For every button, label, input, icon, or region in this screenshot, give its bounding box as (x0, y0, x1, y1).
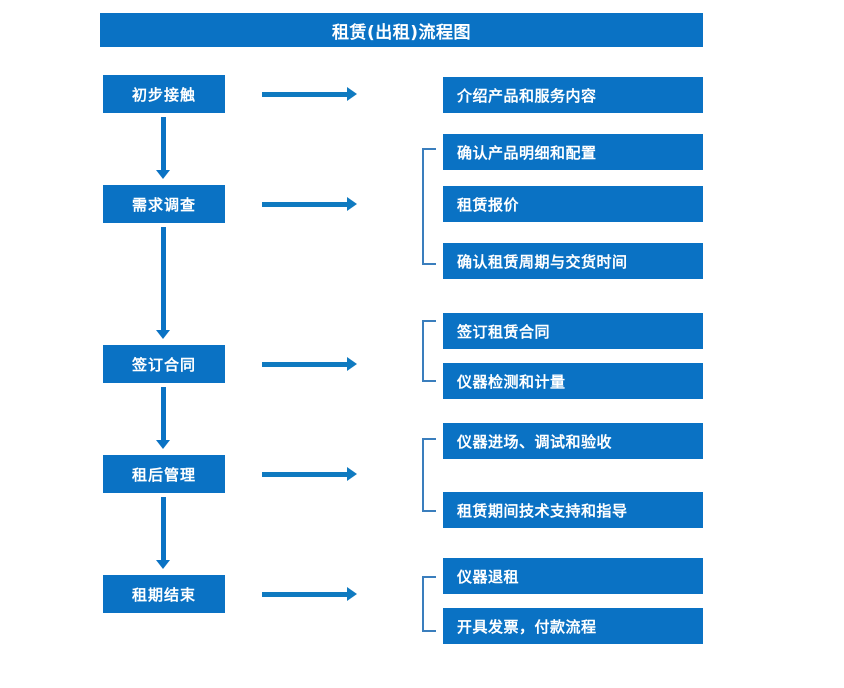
detail-box[interactable]: 仪器进场、调试和验收 (443, 423, 703, 459)
arrow-shaft (262, 92, 347, 97)
stage-label: 签订合同 (131, 355, 196, 374)
stage-label: 租后管理 (131, 465, 196, 484)
detail-label: 确认租赁周期与交货时间 (457, 252, 628, 271)
stage-label: 需求调查 (131, 195, 196, 214)
arrow-down-icon (156, 117, 170, 179)
arrow-head (156, 560, 170, 569)
detail-label: 租赁报价 (457, 195, 520, 214)
detail-label: 租赁期间技术支持和指导 (457, 501, 628, 520)
detail-label: 确认产品明细和配置 (457, 143, 597, 162)
chart-title-banner: 租赁(出租)流程图 (100, 13, 703, 47)
arrow-head (156, 440, 170, 449)
detail-box[interactable]: 租赁期间技术支持和指导 (443, 492, 703, 528)
arrow-shaft (161, 117, 166, 170)
detail-box[interactable]: 签订租赁合同 (443, 313, 703, 349)
detail-box[interactable]: 仪器检测和计量 (443, 363, 703, 399)
arrow-right-icon (262, 357, 357, 371)
arrow-head (347, 197, 357, 211)
stage-box[interactable]: 签订合同 (103, 345, 225, 383)
arrow-shaft (262, 202, 347, 207)
detail-box[interactable]: 确认产品明细和配置 (443, 134, 703, 170)
detail-box[interactable]: 仪器退租 (443, 558, 703, 594)
group-bracket (422, 320, 436, 382)
arrow-right-icon (262, 197, 357, 211)
arrow-head (347, 467, 357, 481)
arrow-down-icon (156, 227, 170, 339)
arrow-shaft (262, 472, 347, 477)
arrow-head (156, 170, 170, 179)
stage-label: 租期结束 (131, 585, 196, 604)
arrow-shaft (262, 592, 347, 597)
page-title: 租赁(出租)流程图 (331, 22, 472, 43)
arrow-right-icon (262, 587, 357, 601)
arrow-right-icon (262, 87, 357, 101)
arrow-right-icon (262, 467, 357, 481)
stage-box[interactable]: 初步接触 (103, 75, 225, 113)
detail-label: 仪器退租 (457, 567, 520, 586)
arrow-shaft (262, 362, 347, 367)
detail-label: 签订租赁合同 (457, 322, 551, 341)
group-bracket (422, 148, 436, 265)
arrow-down-icon (156, 497, 170, 569)
arrow-head (347, 357, 357, 371)
arrow-shaft (161, 497, 166, 560)
arrow-shaft (161, 227, 166, 330)
arrow-head (156, 330, 170, 339)
stage-label: 初步接触 (131, 85, 196, 104)
detail-label: 仪器进场、调试和验收 (457, 432, 613, 451)
group-bracket (422, 576, 436, 632)
detail-label: 开具发票，付款流程 (457, 617, 597, 636)
detail-box[interactable]: 介绍产品和服务内容 (443, 77, 703, 113)
arrow-shaft (161, 387, 166, 440)
detail-box[interactable]: 确认租赁周期与交货时间 (443, 243, 703, 279)
arrow-down-icon (156, 387, 170, 449)
arrow-head (347, 587, 357, 601)
detail-box[interactable]: 开具发票，付款流程 (443, 608, 703, 644)
group-bracket (422, 438, 436, 512)
detail-label: 介绍产品和服务内容 (457, 86, 597, 105)
arrow-head (347, 87, 357, 101)
stage-box[interactable]: 租期结束 (103, 575, 225, 613)
stage-box[interactable]: 租后管理 (103, 455, 225, 493)
detail-label: 仪器检测和计量 (457, 372, 566, 391)
detail-box[interactable]: 租赁报价 (443, 186, 703, 222)
stage-box[interactable]: 需求调查 (103, 185, 225, 223)
